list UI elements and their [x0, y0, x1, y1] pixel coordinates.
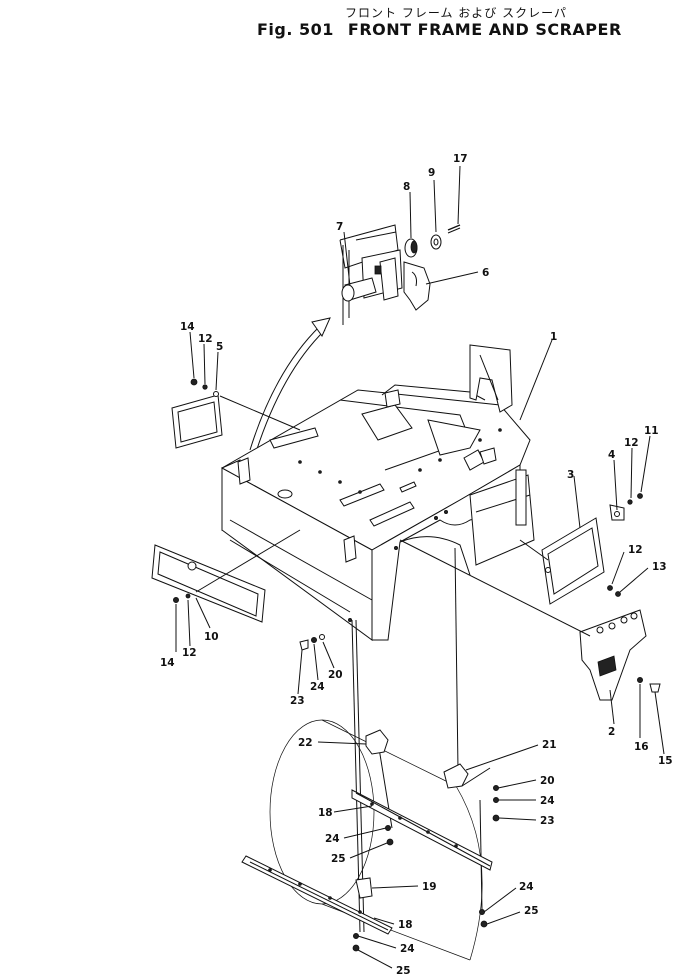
callout-16: 16 — [634, 741, 649, 753]
callout-12-right: 12 — [624, 437, 639, 449]
callout-13: 13 — [652, 561, 667, 573]
frame-bolts — [299, 634, 325, 651]
callout-18-upper: 18 — [318, 807, 333, 819]
callout-11: 11 — [644, 425, 659, 437]
callout-25-blade: 25 — [331, 853, 346, 865]
cover-plate-3 — [519, 493, 643, 605]
callout-2: 2 — [608, 726, 615, 738]
callout-9: 9 — [428, 167, 435, 179]
figure-number: Fig. 501 — [257, 20, 334, 39]
callout-19: 19 — [422, 881, 437, 893]
bracket-2 — [399, 539, 661, 701]
callout-18-lower: 18 — [398, 919, 413, 931]
callout-3: 3 — [567, 469, 574, 481]
bracket-22 — [365, 729, 389, 755]
callout-24-right: 24 — [519, 881, 534, 893]
callout-12-upper: 12 — [198, 333, 213, 345]
callout-25-bottom: 25 — [396, 965, 411, 977]
callout-24-scraper: 24 — [540, 795, 555, 807]
callout-20-frame: 20 — [328, 669, 343, 681]
callout-15: 15 — [658, 755, 673, 767]
bracket-21 — [443, 763, 469, 789]
callout-labels: 17 9 8 7 6 1 14 12 5 11 12 4 3 12 13 10 … — [160, 153, 673, 977]
callout-25-right: 25 — [524, 905, 539, 917]
callout-24-frame: 24 — [310, 681, 325, 693]
callout-23-scraper: 23 — [540, 815, 555, 827]
callout-22: 22 — [298, 737, 313, 749]
callout-17: 17 — [453, 153, 468, 165]
callout-14-lower: 14 — [160, 657, 175, 669]
figure-caption: FRONT FRAME AND SCRAPER — [347, 20, 622, 39]
callout-6: 6 — [482, 267, 489, 279]
scraper-hardware — [352, 785, 500, 952]
callout-1: 1 — [550, 331, 557, 343]
bracket-19 — [355, 877, 373, 899]
detail-arrow — [249, 317, 331, 453]
callout-7: 7 — [336, 221, 343, 233]
figure-title: Fig. 501 FRONT FRAME AND SCRAPER — [257, 20, 622, 39]
callout-10: 10 — [204, 631, 219, 643]
callout-4: 4 — [608, 449, 615, 461]
front-frame — [220, 344, 535, 641]
callout-24-blade: 24 — [325, 833, 340, 845]
callout-14-upper: 14 — [180, 321, 195, 333]
header: フロント フレーム および スクレーパ Fig. 501 FRONT FRAME … — [0, 0, 693, 50]
callout-5: 5 — [216, 341, 223, 353]
callout-12-mid: 12 — [628, 544, 643, 556]
callout-8: 8 — [403, 181, 410, 193]
callout-12-lower: 12 — [182, 647, 197, 659]
pin-detail-inset — [339, 224, 461, 325]
callout-23-frame: 23 — [290, 695, 305, 707]
leader-lines — [175, 165, 665, 969]
callout-20-scraper: 20 — [540, 775, 555, 787]
callout-24-bottom: 24 — [400, 943, 415, 955]
callout-21: 21 — [542, 739, 557, 751]
japanese-title: フロント フレーム および スクレーパ — [345, 6, 567, 20]
cover-plate-5 — [171, 378, 301, 449]
cover-plate-10 — [151, 529, 301, 623]
